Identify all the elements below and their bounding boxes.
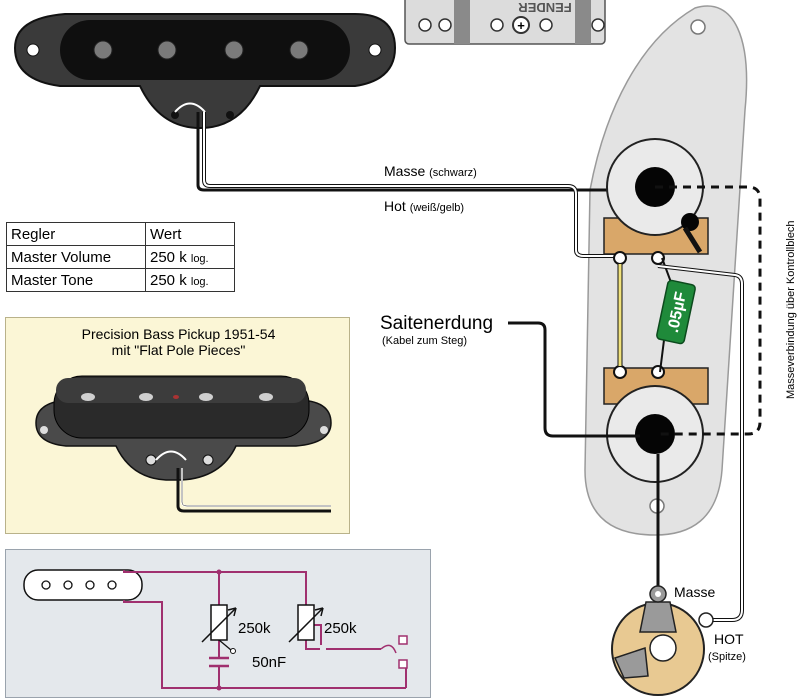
table-cell-name: Master Tone: [6, 268, 146, 292]
hot-wire: [202, 112, 618, 258]
tone-pot: [603, 365, 709, 483]
string-ground-title: Saitenerdung: [380, 313, 494, 334]
ground-wire: [196, 112, 640, 192]
pole-piece-1: [93, 40, 113, 60]
output-jack: [611, 585, 714, 696]
table-row: Master Volume 250 k log.: [6, 245, 235, 269]
plate-ground-label: Masseverbindung über Kontrollblech: [785, 220, 797, 399]
value-number: 250 k: [150, 271, 187, 289]
hot-wire-label: Hot (weiß/gelb): [384, 198, 464, 214]
pole-piece-2: [157, 40, 177, 60]
table-row: Master Tone 250 k log.: [6, 268, 235, 292]
schematic-pot1-label: 250k: [238, 620, 271, 637]
table-cell-name: Master Volume: [6, 245, 146, 269]
table-cell-value: 250 k log.: [145, 268, 235, 292]
jack-hot-sublabel: (Spitze): [708, 651, 746, 663]
jack-hot-label: HOT: [714, 631, 744, 647]
hot-wire-label-text: Hot: [384, 198, 406, 214]
value-unit: log.: [190, 275, 209, 288]
value-number: 250 k: [150, 248, 187, 266]
table-header: Regler: [6, 222, 146, 246]
pickup-info-title: Precision Bass Pickup 1951-54 mit "Flat …: [6, 326, 351, 358]
capacitor: .05µF: [656, 279, 696, 345]
string-ground-wire: [508, 321, 640, 438]
pickup-info-line2: mit "Flat Pole Pieces": [111, 342, 246, 358]
pickup-illustration: [35, 375, 332, 513]
table-header-row: Regler Wert: [6, 222, 235, 246]
schematic-cap-label: 50nF: [252, 654, 287, 671]
pole-piece-3: [224, 40, 244, 60]
ground-wire-color: (schwarz): [429, 167, 477, 179]
ground-wire-label: Masse (schwarz): [384, 163, 477, 179]
pot-values-table: Regler Wert Master Volume 250 k log. Mas…: [6, 222, 235, 292]
pickup-info-panel: Precision Bass Pickup 1951-54 mit "Flat …: [5, 317, 350, 534]
hot-wire-color: (weiß/gelb): [409, 202, 465, 214]
string-ground-subtitle: (Kabel zum Steg): [382, 335, 467, 347]
pickup: [13, 13, 397, 130]
table-cell-value: 250 k log.: [145, 245, 235, 269]
ground-wire-label-text: Masse: [384, 163, 426, 179]
plate-screw-top: [690, 19, 706, 35]
bridge: + FENDER: [404, 0, 606, 45]
table-header: Wert: [145, 222, 235, 246]
schematic-panel: 250k 250k 50nF: [5, 549, 431, 698]
bridge-logo: FENDER: [518, 0, 572, 15]
jack-ground-label: Masse: [674, 584, 716, 600]
volume-pot: [603, 138, 709, 265]
schematic-pot2-label: 250k: [324, 620, 357, 637]
value-unit: log.: [190, 252, 209, 265]
pole-piece-4: [289, 40, 309, 60]
svg-text:+: +: [517, 18, 525, 33]
pickup-info-line1: Precision Bass Pickup 1951-54: [81, 326, 276, 342]
schematic-drawing: [23, 569, 408, 691]
